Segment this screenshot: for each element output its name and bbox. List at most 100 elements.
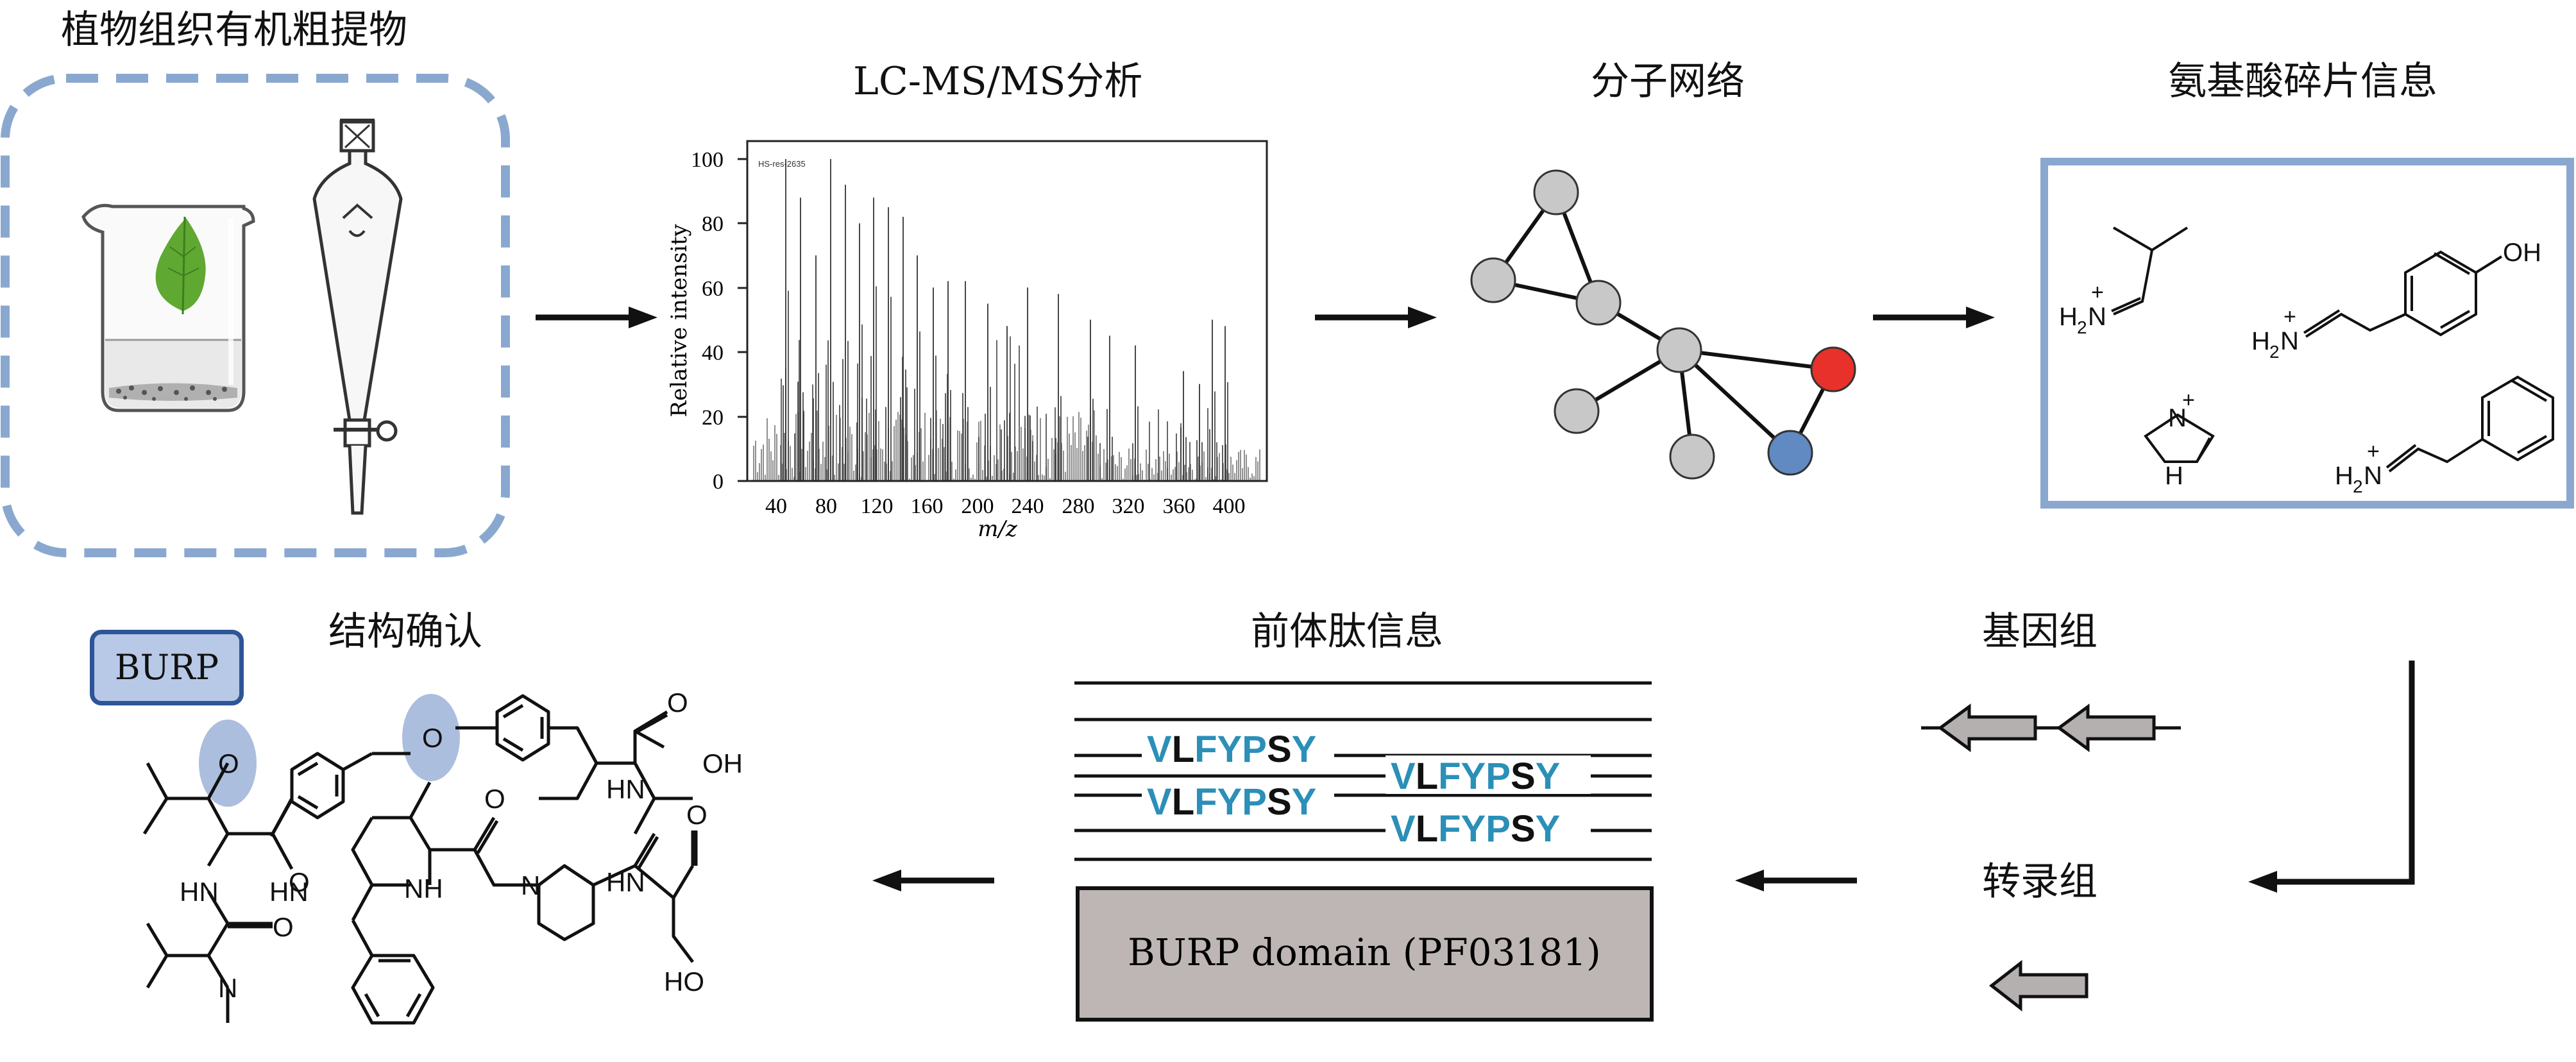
transcriptome-title: 转录组 — [1982, 859, 2097, 904]
peptide-sequence: VLFYPSY — [1391, 808, 1560, 850]
nitrogen-label: N — [218, 973, 237, 1003]
x-tick-label: 400 — [1213, 494, 1246, 518]
hydroxyl-label: OH — [702, 748, 743, 779]
cyclopeptide-structure: O O O O O O O OH HO HN HN NH HN HN N N — [142, 687, 743, 1025]
leaf-icon — [155, 216, 206, 315]
x-tick-label: 160 — [911, 494, 944, 518]
arrow-4 — [1735, 870, 1857, 891]
lcms-title: LC-MS/MS分析 — [853, 59, 1143, 104]
network-node — [1554, 388, 1600, 434]
y-tick-label: 40 — [702, 341, 724, 365]
burp-badge: BURP — [90, 630, 244, 705]
spectrum-inset-label: HS-res-2635 — [758, 159, 806, 169]
y-tick-label: 80 — [702, 212, 724, 236]
separatory-funnel-icon — [312, 119, 403, 515]
fragments-border — [2040, 158, 2574, 509]
arrow-1 — [536, 307, 657, 328]
y-tick-label: 100 — [691, 148, 724, 172]
connector-arrow — [2248, 661, 2415, 893]
n-atom: N — [2168, 404, 2187, 432]
gene-arrow-icon — [2056, 704, 2156, 752]
molecular-network — [1470, 169, 1856, 480]
molecule-atom-labels: O O O O O O O OH HO HN HN NH HN HN N N — [180, 687, 743, 1003]
network-node — [1575, 280, 1622, 326]
peptide-sequence: VLFYPSY — [1391, 755, 1560, 797]
network-node — [1656, 327, 1702, 373]
transcript-arrow-icon — [1988, 959, 2089, 1012]
oxygen-label: O — [484, 784, 505, 814]
fragments-panel: H 2 N + H 2 N + OH N + H H 2 N + — [2040, 158, 2574, 509]
network-edges — [1491, 191, 1835, 457]
y-tick-label: 20 — [702, 406, 724, 430]
fragments-title: 氨基酸碎片信息 — [2168, 59, 2437, 104]
y-axis-label: Relative intensity — [666, 224, 692, 417]
fragment-ion-1: H 2 N + — [2059, 280, 2106, 337]
arrow-3 — [1873, 307, 1995, 328]
x-tick-label: 200 — [962, 494, 994, 518]
x-tick-label: 360 — [1163, 494, 1196, 518]
network-node-red — [1810, 346, 1856, 392]
fragment-ion-3: N + H — [2165, 388, 2195, 490]
oxygen-label: O — [218, 748, 239, 779]
spectrum-peaks — [753, 159, 1260, 480]
nitrogen-label: N — [521, 870, 540, 900]
subscript-2: 2 — [2269, 342, 2280, 362]
extract-title: 植物组织有机粗提物 — [61, 8, 407, 53]
oxygen-label: O — [273, 912, 294, 942]
extract-panel — [1, 74, 510, 557]
x-tick-label: 240 — [1012, 494, 1044, 518]
ms-spectrum: HS-res-2635 0 20 40 60 80 100 Relative i… — [666, 140, 1268, 542]
x-tick-label: 80 — [815, 494, 837, 518]
peptide-sequence: VLFYPSY — [1147, 729, 1316, 770]
plus-charge: + — [2367, 439, 2380, 464]
plus-charge: + — [2284, 305, 2296, 329]
arrow-2 — [1315, 307, 1437, 328]
n-atom: N — [2280, 327, 2299, 355]
x-tick-label: 120 — [861, 494, 894, 518]
oxygen-label: O — [686, 800, 708, 830]
amine-label: HN — [180, 877, 219, 907]
n-atom: N — [2088, 303, 2106, 331]
oxygen-label: O — [289, 867, 310, 897]
network-node-blue — [1767, 430, 1813, 476]
precursor-title: 前体肽信息 — [1251, 609, 1443, 654]
x-tick-label: 320 — [1112, 494, 1145, 518]
x-axis-label: m/z — [978, 516, 1018, 542]
transcript-gene — [1988, 959, 2089, 1012]
x-axis: 40 80 120 160 200 240 280 320 360 400 — [765, 494, 1246, 518]
hydroxyl-label: HO — [664, 966, 704, 997]
network-node — [1669, 434, 1715, 480]
subscript-2: 2 — [2077, 317, 2087, 337]
genome-title: 基因组 — [1982, 609, 2097, 654]
y-tick-label: 0 — [713, 470, 724, 494]
oxygen-label: O — [667, 687, 688, 718]
x-tick-label: 40 — [765, 494, 787, 518]
plus-charge: + — [2182, 388, 2195, 412]
ether-highlight — [402, 694, 460, 781]
network-node — [1533, 169, 1579, 215]
network-title: 分子网络 — [1591, 59, 1745, 104]
y-tick-label: 60 — [702, 277, 724, 301]
peptide-sequence: VLFYPSY — [1147, 781, 1316, 823]
extract-dashed-border — [1, 74, 510, 557]
h-atom: H — [2335, 462, 2353, 490]
fragment-ion-2: H 2 N + OH — [2251, 239, 2541, 362]
h-atom: H — [2165, 462, 2183, 490]
plus-charge: + — [2091, 280, 2104, 305]
n-atom: N — [2364, 462, 2382, 490]
h-atom: H — [2251, 327, 2270, 355]
amine-label: HN — [269, 877, 309, 907]
burp-domain-box — [1076, 886, 1654, 1022]
genome-genes — [1921, 704, 2181, 752]
arrow-5 — [872, 870, 994, 891]
beaker-icon — [81, 203, 255, 412]
amine-label: NH — [404, 873, 443, 904]
h-atom: H — [2059, 303, 2078, 331]
subscript-2: 2 — [2353, 476, 2363, 496]
amine-label: HN — [606, 774, 645, 804]
structure-title: 结构确认 — [328, 609, 482, 654]
amine-label: HN — [606, 867, 645, 897]
y-axis: 0 20 40 60 80 100 — [691, 148, 724, 494]
x-tick-label: 280 — [1062, 494, 1095, 518]
network-node — [1470, 257, 1516, 303]
